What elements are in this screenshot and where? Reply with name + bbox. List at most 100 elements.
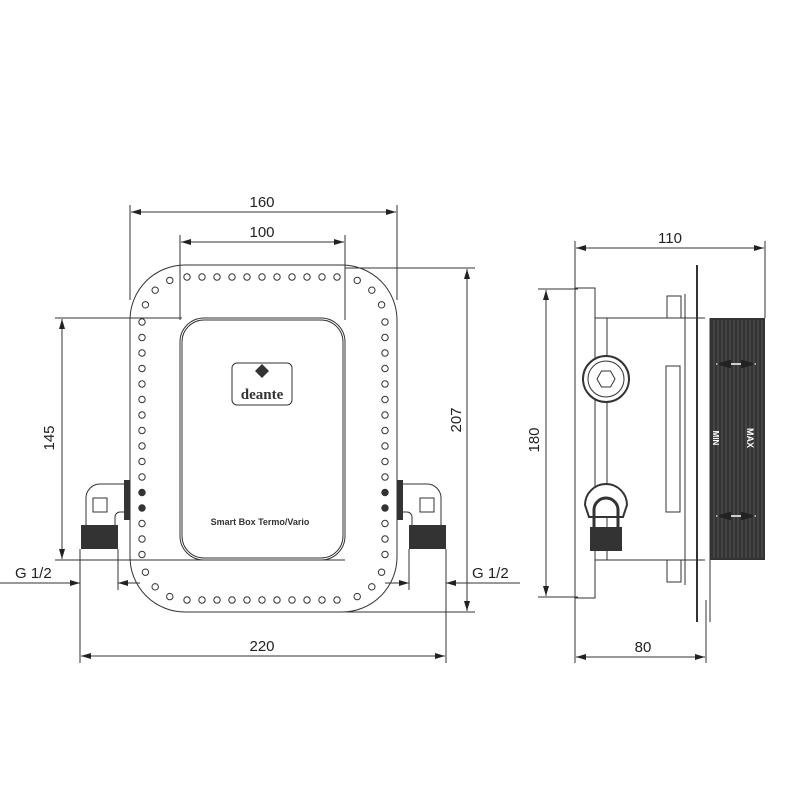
frame-hole: [213, 596, 221, 604]
frame-hole: [273, 273, 281, 281]
frame-hole: [213, 273, 221, 281]
frame-hole: [183, 273, 191, 281]
frame-hole: [138, 488, 146, 497]
frame-hole: [166, 276, 174, 285]
frame-hole: [333, 273, 341, 281]
frame-hole: [138, 457, 146, 466]
frame-hole: [368, 286, 376, 294]
frame-hole: [381, 535, 389, 543]
svg-text:G 1/2: G 1/2: [472, 565, 509, 582]
frame-hole: [166, 592, 174, 601]
dimension-180: 180: [526, 288, 578, 598]
frame-hole: [377, 301, 386, 309]
frame-hole: [303, 273, 311, 281]
frame-hole: [377, 568, 386, 576]
left-inlet-fitting: [81, 480, 130, 549]
svg-text:207: 207: [448, 407, 465, 432]
thread-right-g12: G 1/2: [385, 549, 520, 590]
frame-hole: [258, 273, 266, 281]
frame-hole: [381, 426, 389, 435]
frame-hole: [138, 318, 146, 326]
svg-text:160: 160: [249, 194, 274, 211]
frame-hole: [138, 519, 146, 528]
dimension-160: 160: [129, 194, 398, 300]
frame-hole: [288, 273, 296, 281]
frame-hole: [381, 550, 389, 559]
frame-hole: [138, 442, 146, 450]
frame-hole: [141, 301, 150, 309]
frame-hole: [381, 488, 389, 497]
frame-hole: [273, 596, 281, 604]
frame-hole: [138, 426, 146, 435]
right-inlet-fitting: [397, 480, 446, 549]
max-label: MAX: [745, 428, 755, 448]
dimension-110: 110: [574, 230, 766, 318]
inlet-elbow: [583, 483, 629, 551]
frame-hole-ring: [138, 273, 389, 604]
frame-hole: [138, 349, 146, 357]
frame-hole: [138, 504, 146, 512]
side-view: MIN MAX 110 80 180: [526, 230, 766, 663]
dimension-145: 145: [41, 317, 345, 561]
frame-hole: [381, 504, 389, 512]
min-label: MIN: [711, 431, 720, 446]
thread-left-g12: G 1/2: [0, 549, 140, 590]
svg-text:110: 110: [658, 230, 682, 247]
front-view: deante Smart Box Termo/Vario 160 100: [0, 194, 520, 663]
frame-hole: [183, 596, 191, 604]
dimension-80: 80: [574, 598, 707, 663]
svg-text:100: 100: [249, 224, 274, 241]
svg-text:G 1/2: G 1/2: [15, 565, 52, 582]
frame-hole: [381, 349, 389, 357]
frame-hole: [353, 592, 361, 601]
frame-hole: [318, 273, 326, 281]
frame-hole: [381, 333, 389, 342]
adjustment-sleeve: MIN MAX: [710, 318, 765, 560]
svg-text:220: 220: [249, 638, 274, 655]
deante-logo: deante: [231, 362, 293, 406]
frame-hole: [353, 276, 361, 285]
frame-hole: [138, 411, 146, 419]
svg-text:80: 80: [635, 639, 652, 656]
frame-hole: [228, 273, 236, 281]
frame-hole: [303, 596, 311, 604]
frame-hole: [138, 473, 146, 481]
frame-hole: [381, 411, 389, 419]
mounting-frame: [129, 264, 398, 613]
dimension-207: 207: [345, 267, 475, 613]
frame-hole: [381, 318, 389, 326]
frame-hole: [288, 596, 296, 604]
svg-text:145: 145: [41, 425, 58, 450]
frame-hole: [198, 596, 206, 604]
frame-hole: [381, 364, 389, 373]
svg-text:deante: deante: [241, 387, 284, 403]
frame-hole: [318, 596, 326, 604]
dimension-220: 220: [79, 549, 447, 663]
frame-hole: [138, 550, 146, 559]
frame-hole: [138, 380, 146, 388]
back-plate: [574, 287, 596, 599]
frame-hole: [381, 442, 389, 450]
frame-hole: [381, 380, 389, 388]
frame-hole: [141, 568, 150, 576]
frame-hole: [138, 364, 146, 373]
svg-text:180: 180: [526, 427, 543, 452]
frame-hole: [138, 333, 146, 342]
frame-hole: [198, 273, 206, 281]
frame-hole: [243, 273, 251, 281]
outlet-hex-nut: [582, 355, 630, 403]
dimension-100: 100: [179, 224, 346, 320]
frame-hole: [381, 457, 389, 466]
frame-hole: [381, 519, 389, 528]
frame-hole: [138, 535, 146, 543]
frame-hole: [381, 473, 389, 481]
frame-hole: [138, 395, 146, 404]
frame-hole: [381, 395, 389, 404]
frame-hole: [228, 596, 236, 604]
frame-hole: [243, 596, 251, 604]
cover-label: Smart Box Termo/Vario: [211, 517, 310, 527]
frame-hole: [368, 583, 376, 591]
frame-hole: [258, 596, 266, 604]
